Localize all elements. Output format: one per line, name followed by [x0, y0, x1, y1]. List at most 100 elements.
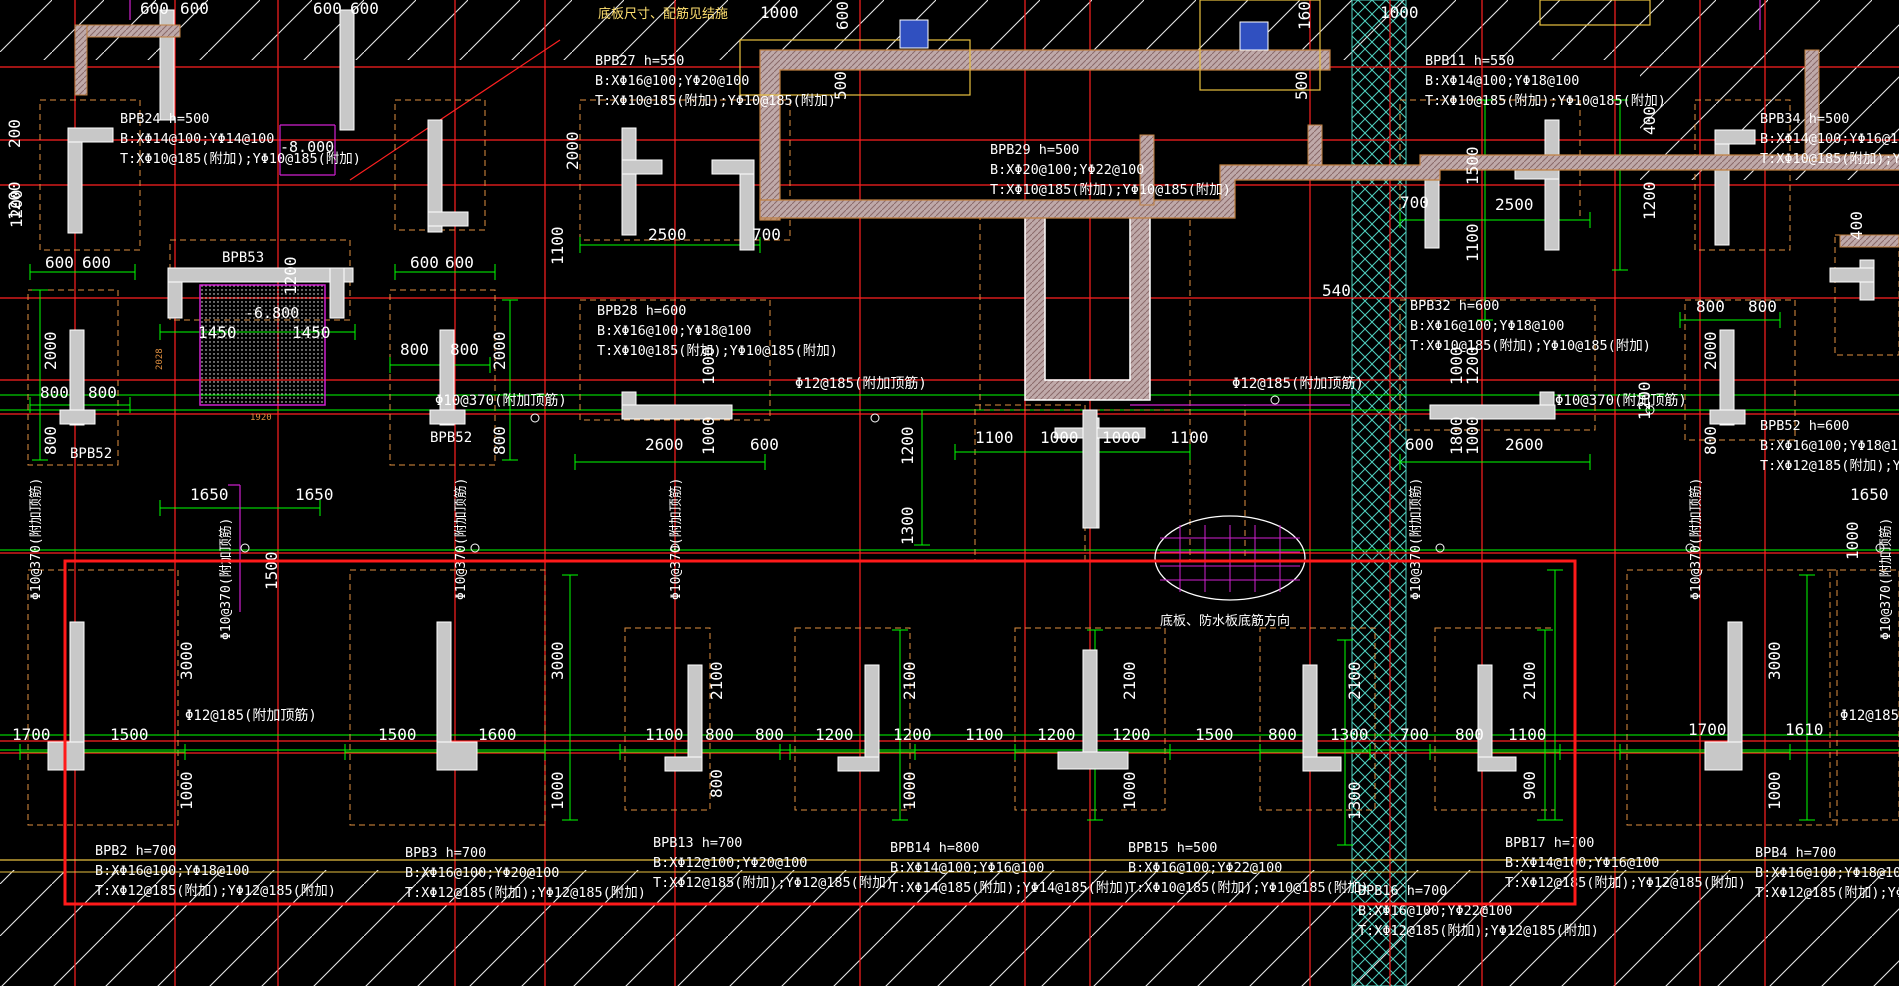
wall-segment-8 — [1082, 649, 1098, 766]
dim-text-v49: 1920 — [250, 413, 272, 423]
dim-text-v24: 1500 — [1463, 146, 1482, 185]
yellow-outline-2 — [1199, 0, 1321, 91]
wall-segment-32 — [621, 127, 637, 236]
dashed-outline-11 — [389, 289, 496, 466]
dashed-outline-0 — [27, 569, 179, 826]
dim-text-v32: 800 — [41, 426, 60, 455]
wall-segment-9 — [1057, 751, 1129, 770]
wall-stub-3 — [74, 24, 181, 38]
crosshatch-strip-border — [1351, 0, 1407, 986]
dashed-outline-3 — [794, 627, 911, 811]
wall-segment-29 — [67, 127, 114, 143]
dim-text-v28: 1200 — [1640, 181, 1659, 220]
wall-segment-40 — [1544, 119, 1560, 251]
wall-stub-2 — [1139, 134, 1155, 206]
slab-label-BPB28-0: BPB28 h=600 — [597, 303, 686, 319]
dim-text-d52: 1100 — [1508, 725, 1547, 744]
misc-elements — [74, 0, 1899, 612]
marker-circle-8 — [1685, 543, 1695, 553]
dim-text-v44: 500 — [1292, 71, 1311, 100]
slab-label-BPB34-2: T:XΦ10@185(附加);YΦ10@ — [1760, 151, 1899, 167]
retaining-wall-mid — [759, 154, 1899, 219]
wall-segment-4 — [687, 664, 703, 769]
dim-text-d37: 1500 — [378, 725, 417, 744]
dim-text-v34: 800 — [490, 426, 509, 455]
slab-label-BPB32-1: B:XΦ16@100;YΦ18@100 — [1410, 318, 1564, 334]
selection-rectangle[interactable] — [63, 559, 1577, 906]
slab-label-BPB52r-2: T:XΦ12@185(附加);YΦ12@ — [1760, 458, 1899, 474]
slab-label-BPB15-1: B:XΦ16@100;YΦ22@100 — [1128, 860, 1282, 876]
wall-segment-25 — [1429, 404, 1556, 420]
wall-segment-23 — [1054, 427, 1146, 439]
dim-text-d31: 800 — [1748, 297, 1777, 316]
dim-text-v37: 2000 — [1701, 331, 1720, 370]
dim-text-d10: 600 — [445, 253, 474, 272]
dim-text-d3: 600 — [313, 0, 342, 18]
dim-text-d47: 1500 — [1195, 725, 1234, 744]
hatch-region-lower — [0, 870, 1899, 986]
label-level-1: -8.000 — [280, 138, 334, 156]
dim-text-v14: 900 — [1520, 771, 1539, 800]
slab-label-BPB14-1: B:XΦ14@100;YΦ16@100 — [890, 860, 1044, 876]
label-top-note: 底板尺寸、配筋见结施 — [598, 6, 728, 22]
dashed-outline-17 — [1189, 404, 1246, 561]
dim-text-v30: 1200 — [7, 189, 26, 228]
wall-segment-45 — [1829, 267, 1875, 283]
rebar-note-v4: Φ10@370(附加顶筋) — [1408, 478, 1424, 600]
retaining-wall-top — [759, 49, 1331, 221]
dim-text-v26: 1200 — [1463, 346, 1482, 385]
dashed-outline-9 — [39, 99, 141, 251]
slab-label-BPB4-1: B:XΦ16@100;YΦ18@100 — [1755, 865, 1899, 881]
slab-label-BPB29-2: T:XΦ10@185(附加);YΦ10@185(附加) — [990, 182, 1231, 198]
dashed-outline-13 — [579, 99, 791, 241]
slab-label-BPB28-1: B:XΦ16@100;YΦ18@100 — [597, 323, 751, 339]
slab-label-BPB15-2: T:XΦ10@185(附加);YΦ10@185(附加) — [1128, 880, 1369, 896]
sump-pit — [199, 284, 326, 406]
slab-label-BPB13-0: BPB13 h=700 — [653, 835, 742, 851]
dim-text-v20: 1000 — [699, 346, 718, 385]
wall-segment-26 — [1719, 329, 1735, 426]
slab-label-BPB4-2: T:XΦ12@185(附加);YΦ12@185(附加) — [1755, 885, 1899, 901]
marker-circle-3 — [1645, 405, 1655, 415]
dim-text-v47: 1000 — [1843, 521, 1862, 560]
yellow-outline-1 — [739, 39, 971, 96]
slab-label-BPB3-1: B:XΦ16@100;YΦ20@100 — [405, 865, 559, 881]
slab-label-BPB16-0: BPB16 h=700 — [1358, 883, 1447, 899]
slab-label-BPB11-2: T:XΦ10@185(附加);YΦ10@185(附加) — [1425, 93, 1666, 109]
dim-text-d11: 2500 — [648, 225, 687, 244]
dashed-outline-1 — [349, 569, 546, 826]
dim-text-d29: 2600 — [1505, 435, 1544, 454]
dim-text-d16: 800 — [88, 383, 117, 402]
slab-label-BPB2-2: T:XΦ12@185(附加);YΦ12@185(附加) — [95, 883, 336, 899]
dim-text-v16: 1000 — [1765, 771, 1784, 810]
dim-text-v25: 1100 — [1463, 223, 1482, 262]
slab-label-BPB2-1: B:XΦ16@100;YΦ18@100 — [95, 863, 249, 879]
wall-segment-6 — [864, 664, 880, 769]
dim-text-d48: 800 — [1268, 725, 1297, 744]
wall-segment-27 — [1709, 409, 1746, 425]
dim-text-v40: 400 — [1847, 211, 1866, 240]
dim-text-d8: 600 — [82, 253, 111, 272]
slab-label-BPB24-2: T:XΦ10@185(附加);YΦ10@185(附加) — [120, 151, 361, 167]
rebar-note-v3: Φ10@370(附加顶筋) — [668, 478, 684, 600]
marker-circle-7 — [1435, 543, 1445, 553]
marker-circle-1 — [870, 413, 880, 423]
wall-segment-42 — [1714, 129, 1730, 246]
rebar-note-r5: Φ12@185(附加顶筋) — [185, 707, 317, 724]
dashed-outline-4 — [1014, 627, 1166, 811]
annotations: BPB24 h=500B:XΦ14@100;YΦ14@100T:XΦ10@185… — [5, 0, 1899, 939]
marker-circle-4 — [240, 543, 250, 553]
crosshatch-strip — [1352, 0, 1406, 986]
dim-text-d28: 600 — [1405, 435, 1434, 454]
slab-label-BPB17-1: B:XΦ14@100;YΦ16@100 — [1505, 855, 1659, 871]
dim-text-v33: 2000 — [490, 331, 509, 370]
dashed-outline-5 — [1259, 627, 1376, 811]
axis-diagonal — [349, 39, 561, 181]
slab-label-BPB15-0: BPB15 h=500 — [1128, 840, 1217, 856]
dim-text-v31: 2000 — [41, 331, 60, 370]
dim-text-d13: 1450 — [198, 323, 237, 342]
dim-text-d36: 1500 — [110, 725, 149, 744]
dim-text-d42: 1200 — [815, 725, 854, 744]
